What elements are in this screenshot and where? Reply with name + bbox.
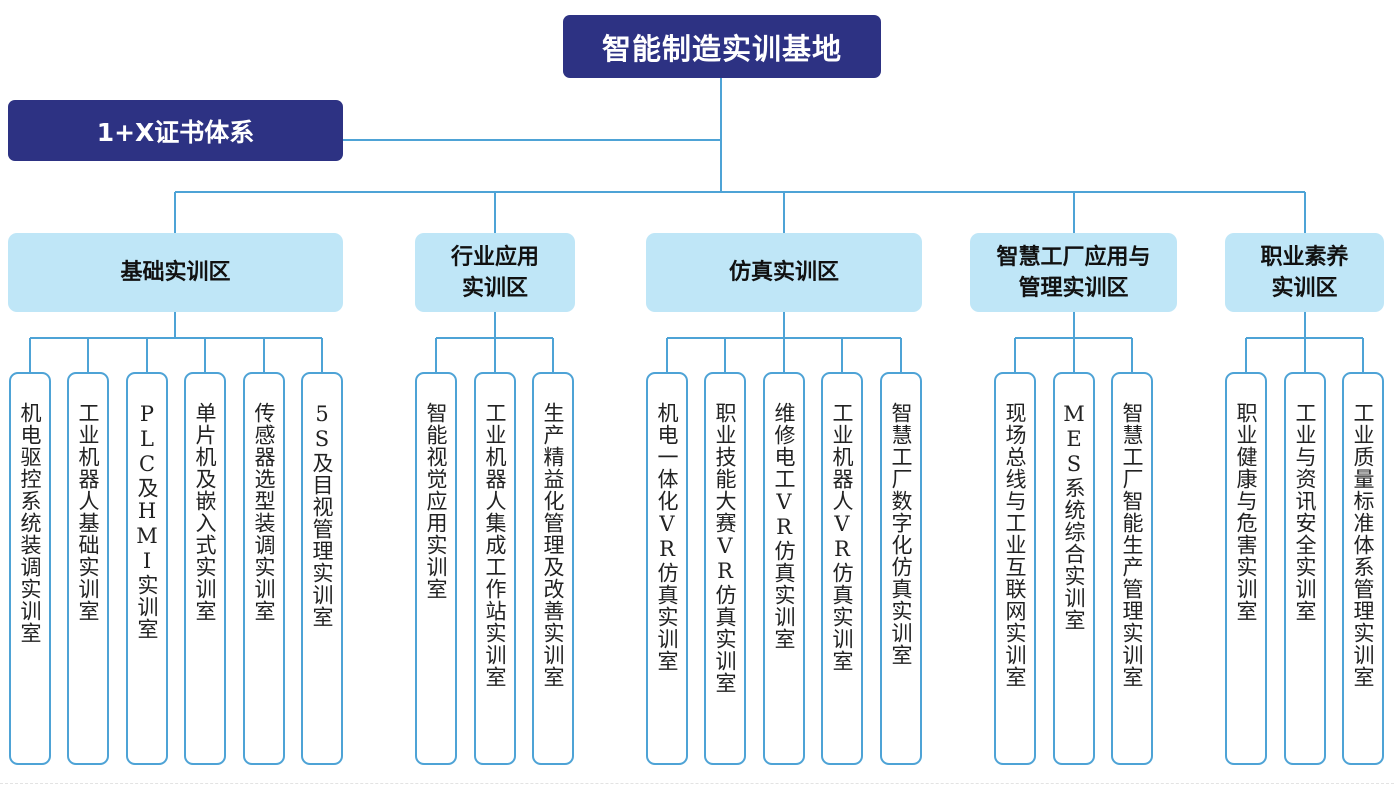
room-label: 现场总线与工业互联网实训室 [1003,402,1027,688]
room-box: 现场总线与工业互联网实训室 [994,372,1036,765]
room-label: 工业机器人基础实训室 [76,402,100,622]
room-label: 职业健康与危害实训室 [1234,402,1258,622]
room-box: 工业机器人VR仿真实训室 [821,372,863,765]
room-box: PLC及HMI实训室 [126,372,168,765]
area-basic: 基础实训区 [8,233,343,312]
area-simulation: 仿真实训区 [646,233,922,312]
root-title: 智能制造实训基地 [601,31,842,66]
area-label: 智慧工厂应用与 管理实训区 [996,244,1151,301]
room-box: 工业质量标准体系管理实训室 [1342,372,1384,765]
room-label: 生产精益化管理及改善实训室 [541,402,565,688]
room-box: 机电一体化VR仿真实训室 [646,372,688,765]
area-smart-factory: 智慧工厂应用与 管理实训区 [970,233,1177,312]
room-box: 智能视觉应用实训室 [415,372,457,765]
area-label: 仿真实训区 [728,260,839,285]
room-label: 单片机及嵌入式实训室 [193,402,217,622]
room-label: 工业质量标准体系管理实训室 [1351,402,1375,688]
room-label: 维修电工VR仿真实训室 [772,402,796,650]
room-box: 单片机及嵌入式实训室 [184,372,226,765]
certificate-box: 1+X证书体系 [8,100,343,161]
room-label: 智慧工厂数字化仿真实训室 [889,402,913,666]
room-label: 机电一体化VR仿真实训室 [655,402,679,672]
area-label: 职业素养 实训区 [1260,244,1349,301]
room-box: 工业机器人基础实训室 [67,372,109,765]
room-label: 工业与资讯安全实训室 [1293,402,1317,622]
room-box: 机电驱控系统装调实训室 [9,372,51,765]
room-box: MES系统综合实训室 [1053,372,1095,765]
room-box: 5S及目视管理实训室 [301,372,343,765]
room-label: 智慧工厂智能生产管理实训室 [1120,402,1144,688]
room-box: 传感器选型装调实训室 [243,372,285,765]
room-box: 工业机器人集成工作站实训室 [474,372,516,765]
area-industry: 行业应用 实训区 [415,233,575,312]
room-label: PLC及HMI实训室 [135,402,159,640]
room-box: 智慧工厂智能生产管理实训室 [1111,372,1153,765]
room-box: 工业与资讯安全实训室 [1284,372,1326,765]
room-box: 生产精益化管理及改善实训室 [532,372,574,765]
room-box: 职业健康与危害实训室 [1225,372,1267,765]
bottom-divider [0,783,1394,784]
room-label: 传感器选型装调实训室 [252,402,276,622]
room-label: 工业机器人VR仿真实训室 [830,402,854,672]
room-label: 职业技能大赛VR仿真实训室 [713,402,737,694]
room-label: 机电驱控系统装调实训室 [18,402,42,644]
room-label: 智能视觉应用实训室 [424,402,448,600]
root-title-box: 智能制造实训基地 [563,15,881,78]
room-box: 维修电工VR仿真实训室 [763,372,805,765]
room-label: 工业机器人集成工作站实训室 [483,402,507,688]
area-label: 基础实训区 [120,260,231,285]
area-professional: 职业素养 实训区 [1225,233,1384,312]
room-label: MES系统综合实训室 [1062,402,1086,631]
area-label: 行业应用 实训区 [450,244,539,301]
room-label: 5S及目视管理实训室 [310,402,334,628]
certificate-title: 1+X证书体系 [96,117,255,147]
room-box: 智慧工厂数字化仿真实训室 [880,372,922,765]
room-box: 职业技能大赛VR仿真实训室 [704,372,746,765]
